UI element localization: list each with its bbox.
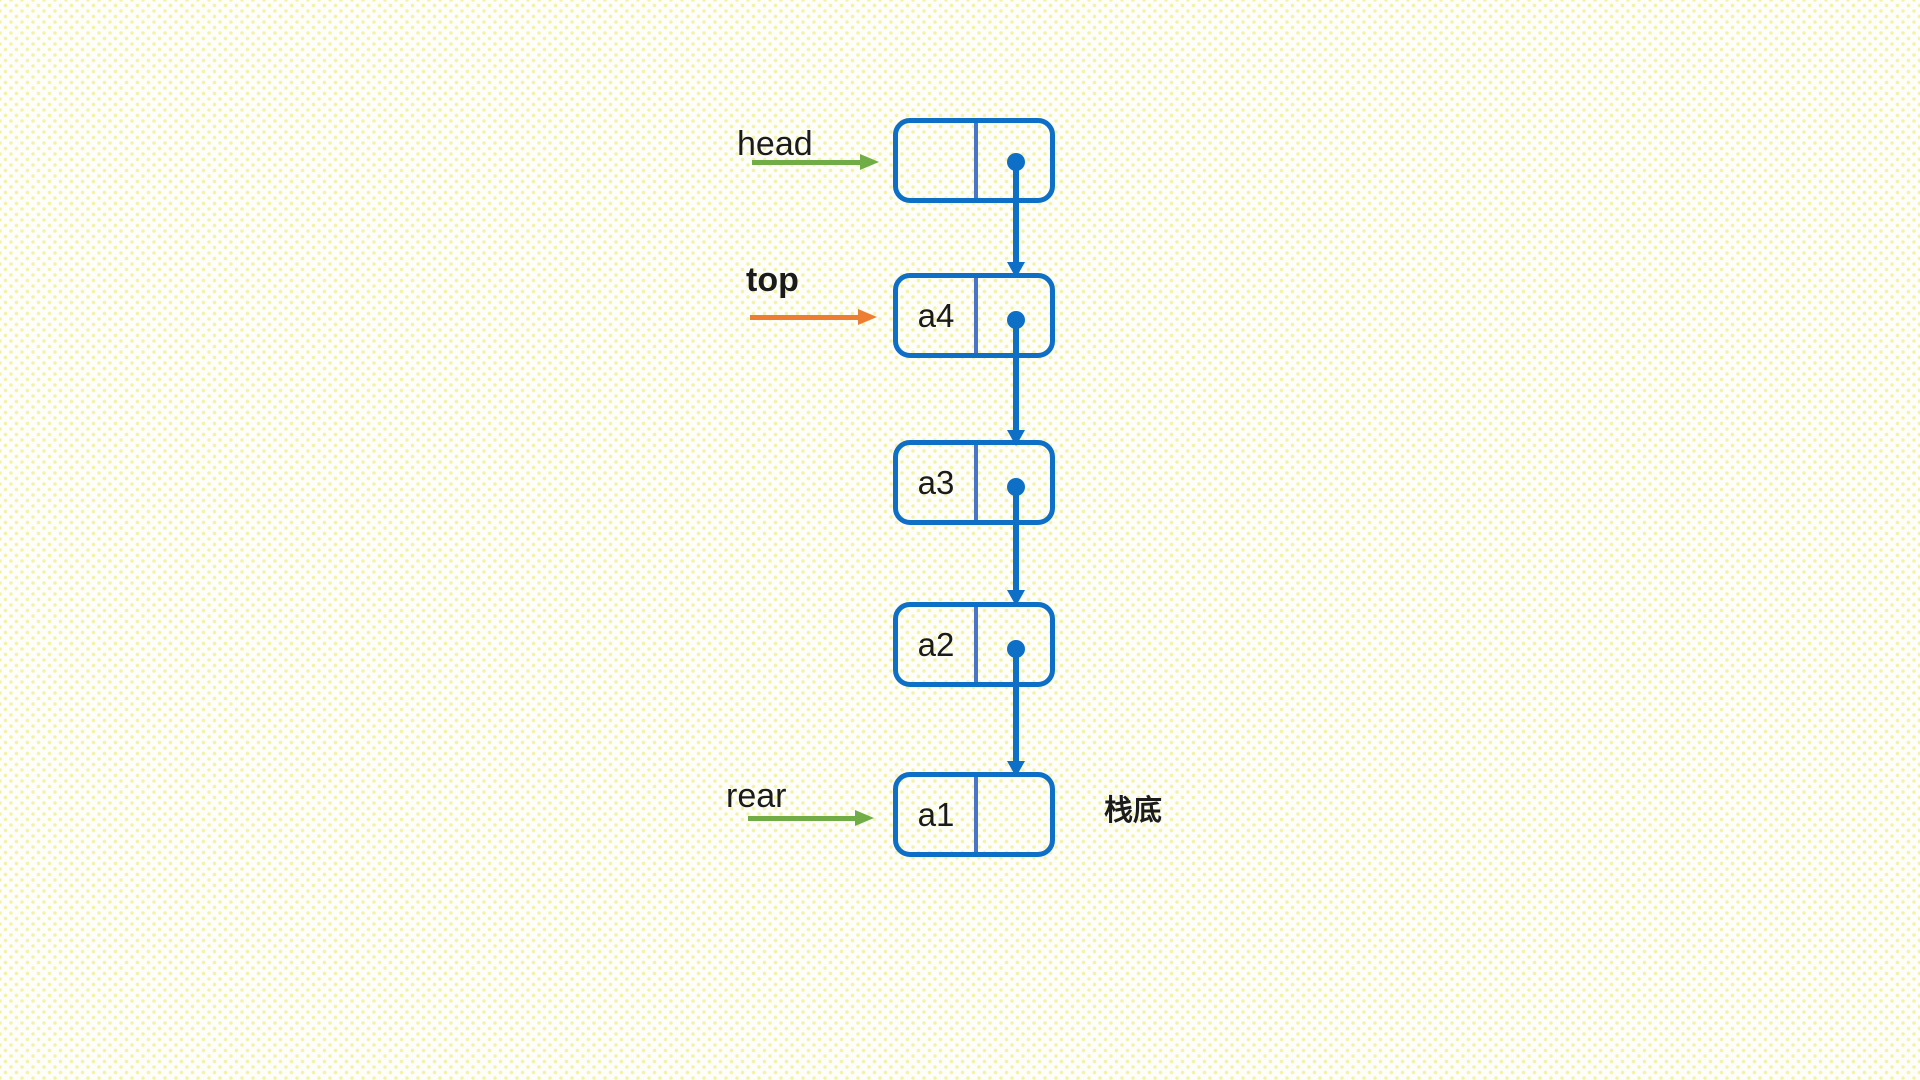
head-arrow-shaft [752, 160, 860, 165]
node-head-value [898, 123, 974, 198]
cell-divider [974, 278, 978, 353]
cell-divider [974, 777, 978, 852]
next-arrow-a2-to-a1-shaft [1013, 649, 1019, 761]
cell-divider [974, 607, 978, 682]
node-a2-value: a2 [917, 625, 955, 663]
node-a4: a4 [893, 273, 1055, 358]
top-pointer-label: top [746, 261, 799, 299]
next-arrow-head-to-a4-icon [1007, 262, 1025, 278]
rear-arrow-icon [855, 810, 874, 826]
next-arrow-a3-to-a2-shaft [1013, 487, 1019, 590]
cell-divider [974, 123, 978, 198]
node-a2: a2 [893, 602, 1055, 687]
rear-pointer-label: rear [726, 777, 787, 815]
top-arrow-icon [858, 309, 877, 325]
next-arrow-a4-to-a3-icon [1007, 430, 1025, 446]
node-a1-value: a1 [917, 795, 955, 833]
cell-divider [974, 445, 978, 520]
top-arrow-shaft [750, 315, 858, 320]
rear-arrow-shaft [748, 816, 855, 821]
node-a1: a1 [893, 772, 1055, 857]
next-arrow-head-to-a4-shaft [1013, 162, 1019, 262]
node-a3: a3 [893, 440, 1055, 525]
head-pointer-label: head [737, 125, 813, 163]
next-arrow-a2-to-a1-icon [1007, 761, 1025, 777]
head-arrow-icon [860, 154, 879, 170]
node-a4-value: a4 [917, 296, 955, 334]
node-head [893, 118, 1055, 203]
next-arrow-a3-to-a2-icon [1007, 590, 1025, 606]
stack-bottom-annotation: 栈底 [1104, 795, 1163, 827]
node-a1-pointer-cell [978, 777, 1050, 852]
node-a3-value: a3 [917, 463, 955, 501]
next-arrow-a4-to-a3-shaft [1013, 320, 1019, 430]
